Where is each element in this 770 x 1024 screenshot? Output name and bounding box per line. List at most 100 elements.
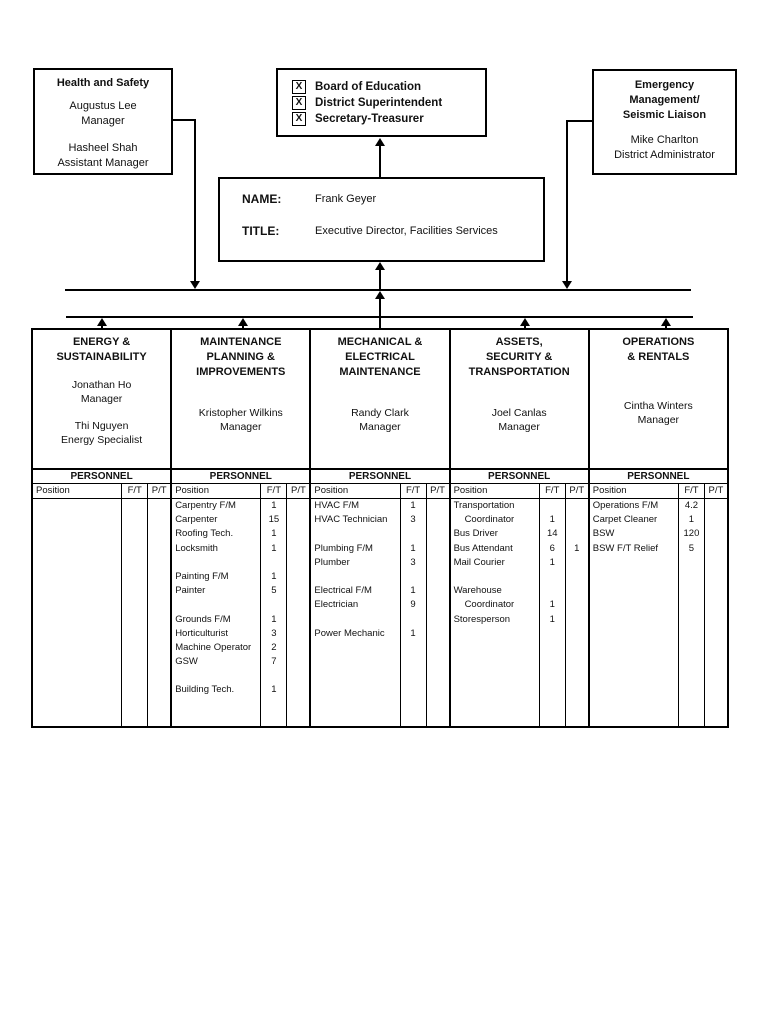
cell-ft (677, 612, 704, 627)
cell-position (33, 613, 121, 627)
column-header-position: Position (175, 485, 209, 496)
staff-role: Energy Specialist (61, 434, 143, 446)
department-title-line: TRANSPORTATION (468, 366, 570, 378)
cell-pt (286, 711, 309, 726)
cell-ft: 1 (260, 527, 286, 542)
cell-position (590, 712, 678, 726)
staff-entry: Mike Charlton District Administrator (594, 133, 735, 163)
cell-ft (399, 569, 426, 585)
cell-position (33, 655, 121, 669)
cell-position (33, 527, 121, 541)
cell-pt (564, 499, 588, 514)
cell-pt (286, 598, 309, 613)
arrow-down-icon (562, 281, 572, 289)
cell-ft (677, 584, 704, 599)
cell-pt (147, 527, 170, 542)
personnel-row: Warehouse (451, 584, 588, 599)
cell-pt (425, 640, 449, 656)
cell-pt (703, 598, 727, 613)
column-header-pt: P/T (564, 484, 588, 498)
cell-pt (564, 569, 588, 585)
cell-ft (538, 669, 565, 684)
department-title-line: ASSETS, (495, 336, 543, 348)
personnel-row: Roofing Tech.1 (172, 527, 309, 542)
cell-ft (121, 640, 147, 656)
staff-role: Manager (498, 421, 540, 433)
cell-pt (286, 669, 309, 684)
checkbox-board-of-education[interactable]: X (292, 80, 306, 94)
cell-pt (425, 669, 449, 684)
cell-ft (677, 640, 704, 656)
cell-position (590, 698, 678, 712)
personnel-row (311, 669, 449, 684)
cell-position: Locksmith (175, 542, 218, 554)
cell-ft (121, 541, 147, 556)
cell-pt (286, 612, 309, 627)
department-title-line: IMPROVEMENTS (196, 366, 286, 378)
arrow-up-icon (375, 262, 385, 270)
cell-position (590, 627, 678, 641)
column-header-position: Position (592, 485, 627, 496)
cell-ft: 1 (260, 569, 286, 585)
cell-position (311, 683, 399, 697)
arrow-up-icon (661, 318, 671, 326)
column-header-pt: P/T (147, 484, 170, 498)
checkbox-secretary-treasurer[interactable]: X (292, 112, 306, 126)
cell-ft (677, 555, 704, 570)
cell-pt (147, 683, 170, 698)
cell-ft: 5 (260, 584, 286, 599)
cell-pt (286, 683, 309, 698)
arrow-up-icon (97, 318, 107, 326)
column-header-position: Position (314, 485, 349, 496)
personnel-row (451, 697, 588, 712)
personnel-row (311, 612, 448, 627)
checkbox-row: X Secretary-Treasurer (292, 111, 485, 127)
checkbox-district-superintendent[interactable]: X (292, 96, 306, 110)
cell-ft: 1 (538, 513, 565, 528)
cell-ft (399, 527, 426, 542)
cell-ft: 1 (538, 555, 565, 570)
cell-position (33, 542, 121, 556)
department-title-line: SUSTAINABILITY (56, 351, 147, 363)
cell-ft: 3 (399, 555, 426, 570)
cell-ft (538, 655, 565, 670)
cell-pt (703, 711, 727, 726)
cell-position (451, 669, 539, 683)
staff-name: Cintha Winters (623, 399, 693, 412)
arrow-up-icon (375, 291, 385, 299)
arrow-up-icon (238, 318, 248, 326)
cell-ft (260, 711, 286, 726)
cell-position (311, 570, 399, 584)
staff-name: Mike Charlton (630, 134, 699, 146)
cell-ft (260, 555, 286, 570)
checkbox-label: Board of Education (315, 81, 422, 93)
personnel-row (172, 598, 309, 613)
personnel-row (590, 669, 727, 684)
cell-ft (538, 569, 565, 585)
cell-position (311, 698, 399, 712)
cell-pt (564, 612, 588, 627)
department-title-line: & RENTALS (627, 351, 690, 363)
cell-pt (147, 697, 170, 712)
cell-pt (564, 598, 588, 613)
personnel-row (33, 555, 170, 570)
staff-entry: Augustus Lee Manager (35, 99, 171, 129)
connector-emergency-vertical (566, 120, 568, 282)
cell-ft: 5 (677, 541, 704, 556)
cell-position (451, 712, 539, 726)
cell-pt (703, 640, 727, 656)
cell-pt (147, 626, 170, 641)
personnel-row (33, 527, 170, 542)
department-title-line: MECHANICAL & (337, 336, 423, 348)
